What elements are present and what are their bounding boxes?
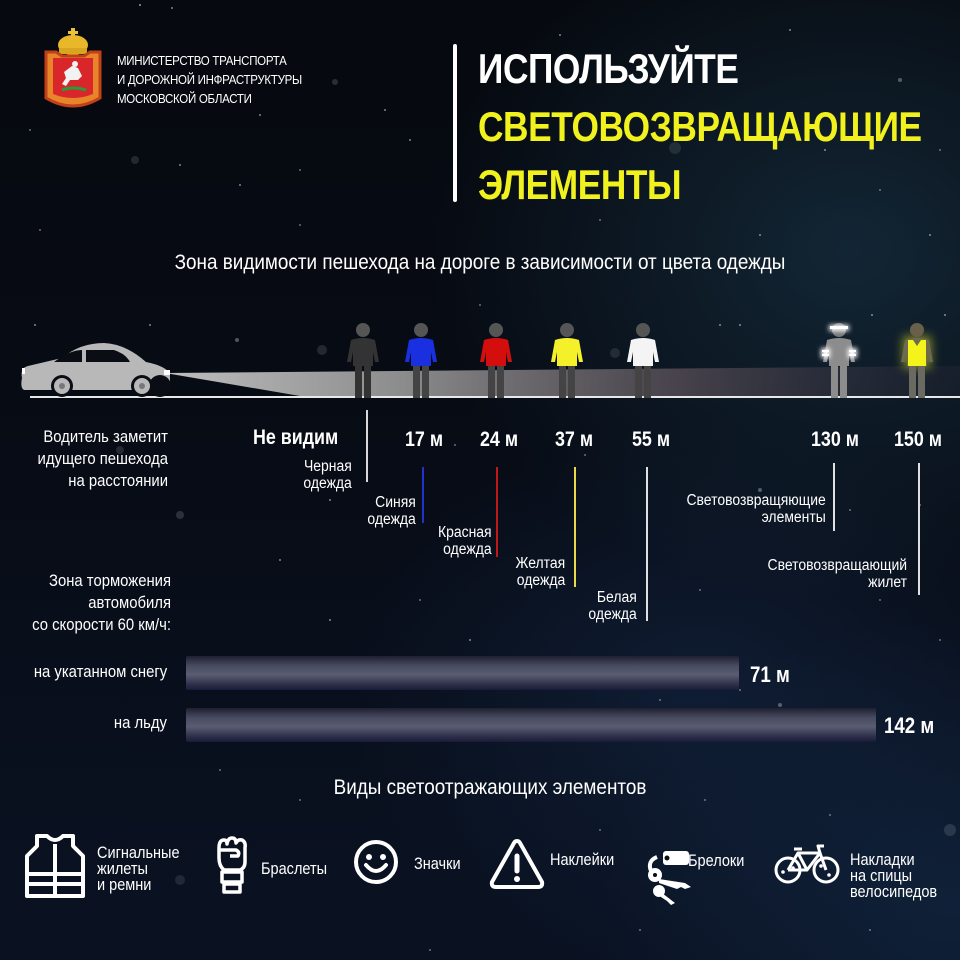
marker-line-yellow <box>574 467 576 587</box>
bicycle-icon <box>774 843 840 885</box>
driver-label-line-1: Водитель заметит <box>43 428 169 446</box>
type-label-keychains: Брелоки <box>688 852 745 870</box>
label-line: элементы <box>761 509 826 526</box>
braking-bar-snow <box>186 656 739 690</box>
distance-reflective-elements: 130 м <box>811 428 859 451</box>
smiley-badge-icon <box>353 839 399 885</box>
fist-bracelet-icon <box>216 836 248 894</box>
distance-yellow: 37 м <box>555 428 594 451</box>
clothing-label-red: Красная одежда <box>438 524 492 558</box>
label-line: одежда <box>516 572 565 589</box>
title-line-3: ЭЛЕМЕНТЫ <box>478 161 682 208</box>
label-line: одежда <box>367 511 416 528</box>
type-label-bracelets: Браслеты <box>261 860 328 878</box>
label-line: и ремни <box>97 876 152 894</box>
label-line: жилеты <box>97 860 148 878</box>
braking-value-ice: 142 м <box>884 713 935 738</box>
label-line: Сигнальные <box>97 844 180 862</box>
braking-label-ice: на льду <box>113 714 167 732</box>
pedestrian-blue-clothing <box>403 322 439 398</box>
label-line: Белая <box>597 589 637 606</box>
label-line: одежда <box>443 541 492 558</box>
type-label-badges: Значки <box>414 855 461 873</box>
pedestrian-yellow-clothing <box>549 322 585 398</box>
pedestrian-reflective-vest <box>899 322 935 398</box>
ministry-name: МИНИСТЕРСТВО ТРАНСПОРТА И ДОРОЖНОЙ ИНФРА… <box>117 52 302 109</box>
label-line: Световозвращающий <box>767 557 907 574</box>
braking-label-line-2: автомобиля <box>88 594 171 612</box>
keychain-icon <box>645 847 697 905</box>
marker-line-reflective-elements <box>833 463 835 531</box>
title-line-2: СВЕТОВОЗВРАЩАЮЩИЕ <box>478 103 922 150</box>
car-icon <box>18 340 171 398</box>
element-types-title: Виды светоотражающих элементов <box>333 776 647 799</box>
driver-label-line-2: идущего пешехода <box>37 450 169 468</box>
header-divider <box>453 44 457 202</box>
driver-label-line-3: на расстоянии <box>68 472 168 490</box>
type-label-stickers: Наклейки <box>550 851 615 869</box>
clothing-label-yellow: Желтая одежда <box>515 555 565 589</box>
label-line: Черная <box>304 458 352 475</box>
clothing-label-reflective-vest: Световозвращающий жилет <box>767 557 907 591</box>
distance-blue: 17 м <box>405 428 444 451</box>
label-line: Красная <box>438 524 492 541</box>
ministry-line-1: МИНИСТЕРСТВО ТРАНСПОРТА <box>117 54 287 68</box>
clothing-label-reflective-elements: Световозвращяющие элементы <box>687 492 826 526</box>
marker-line-red <box>496 467 498 557</box>
braking-label-line-3: со скорости 60 км/ч: <box>32 616 172 634</box>
label-line: Накладки <box>850 851 915 869</box>
distance-red: 24 м <box>480 428 519 451</box>
braking-value-snow: 71 м <box>750 662 790 687</box>
type-label-vests: Сигнальные жилеты и ремни <box>97 844 180 894</box>
label-line: жилет <box>868 574 907 591</box>
label-line: на спицы <box>850 867 913 885</box>
label-line: велосипедов <box>850 883 938 901</box>
marker-line-black <box>366 410 368 482</box>
pedestrian-white-clothing <box>625 322 661 398</box>
title-line-1: ИСПОЛЬЗУЙТЕ <box>478 45 739 92</box>
visibility-subtitle: Зона видимости пешехода на дороге в зави… <box>174 251 786 274</box>
warning-triangle-icon <box>489 838 545 890</box>
label-line: одежда <box>588 606 637 623</box>
ministry-line-2: И ДОРОЖНОЙ ИНФРАСТРУКТУРЫ <box>117 73 302 87</box>
clothing-label-blue: Синяя одежда <box>368 494 416 528</box>
distance-white: 55 м <box>632 428 671 451</box>
braking-label-line-1: Зона торможения <box>48 572 172 590</box>
marker-line-blue <box>422 467 424 523</box>
marker-line-reflective-vest <box>918 463 920 595</box>
label-line: Синяя <box>375 494 416 511</box>
clothing-label-white: Белая одежда <box>589 589 637 623</box>
moscow-region-coat-of-arms-logo <box>42 28 104 110</box>
clothing-label-black: Черная одежда <box>304 458 352 492</box>
distance-reflective-vest: 150 м <box>894 428 942 451</box>
braking-zone-label: Зона торможения автомобиля со скорости 6… <box>0 570 171 636</box>
distance-black: Не видим <box>253 426 339 449</box>
type-label-spoke-reflectors: Накладки на спицы велосипедов <box>850 851 938 901</box>
pedestrian-reflective-elements <box>819 322 857 398</box>
label-line: одежда <box>303 475 352 492</box>
vest-icon <box>25 834 85 898</box>
pedestrian-red-clothing <box>478 322 514 398</box>
page-title: ИСПОЛЬЗУЙТЕ СВЕТОВОЗВРАЩАЮЩИЕ ЭЛЕМЕНТЫ <box>478 40 922 214</box>
marker-line-white <box>646 467 648 621</box>
driver-notice-label: Водитель заметит идущего пешехода на рас… <box>6 426 168 492</box>
pedestrian-black-clothing <box>345 322 381 398</box>
label-line: Желтая <box>515 555 565 572</box>
label-line: Световозвращяющие <box>686 492 826 509</box>
ministry-line-3: МОСКОВСКОЙ ОБЛАСТИ <box>117 92 252 106</box>
braking-label-snow: на укатанном снегу <box>33 663 167 681</box>
braking-bar-ice <box>186 708 876 742</box>
